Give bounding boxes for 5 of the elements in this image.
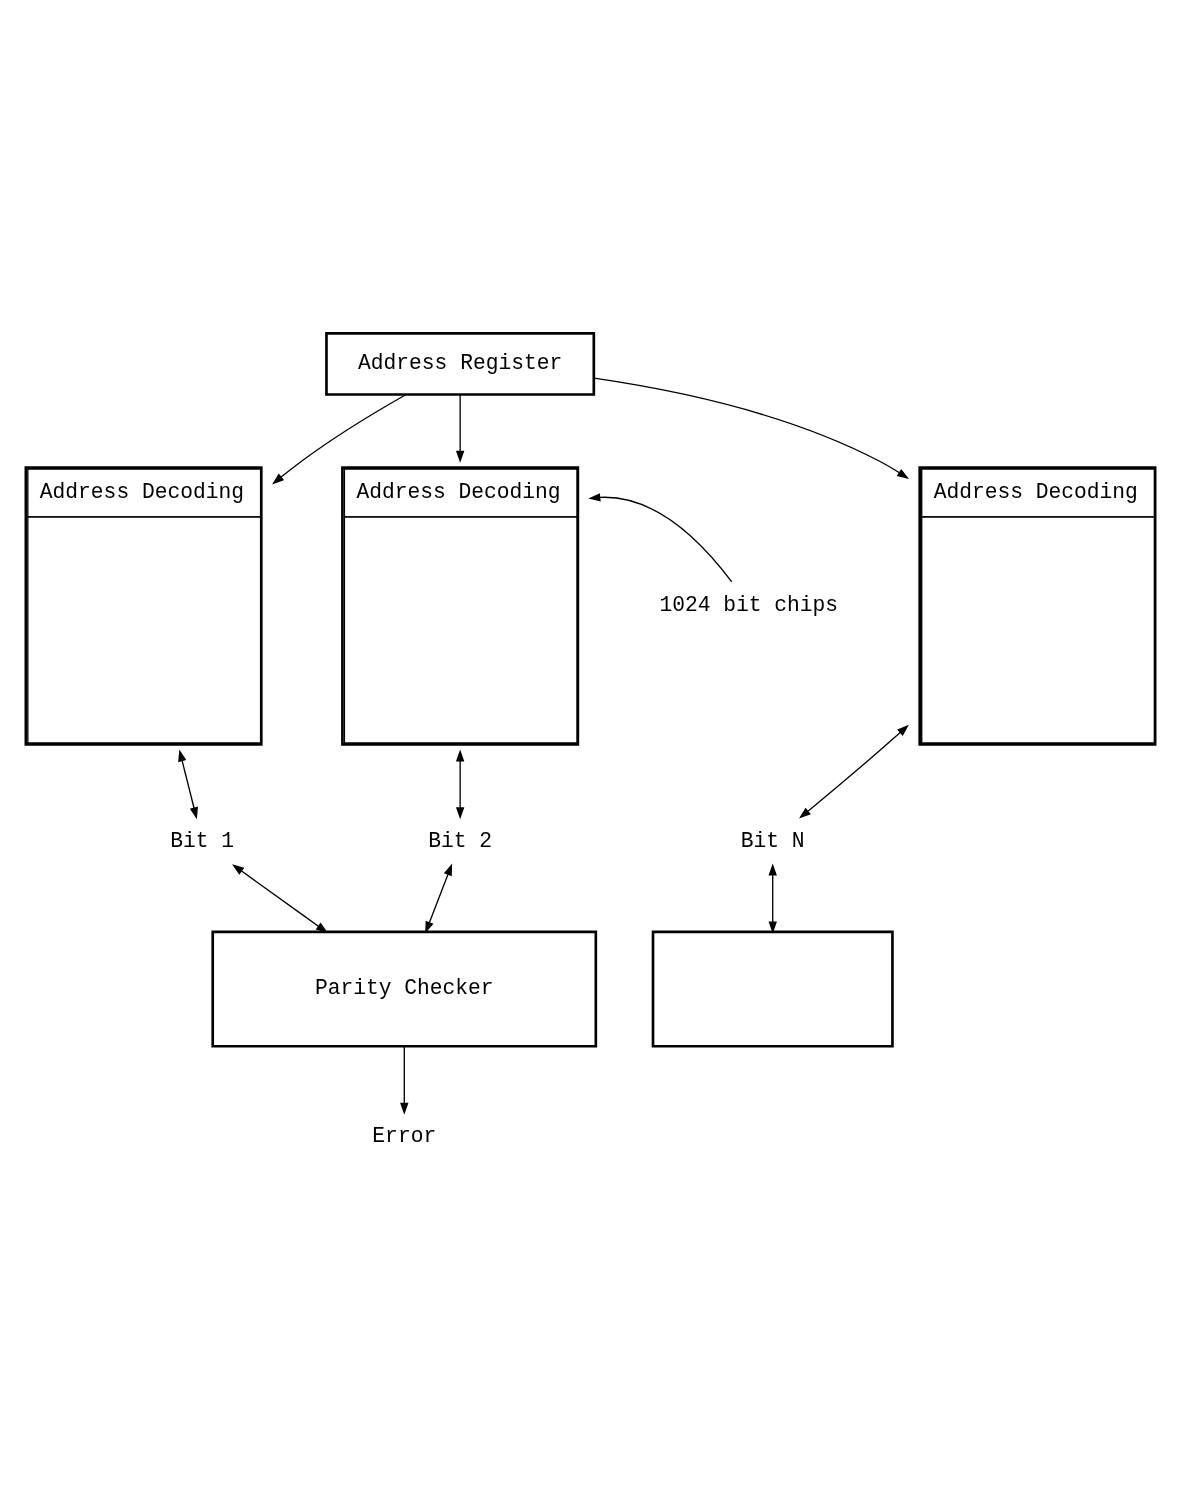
node-text: Error bbox=[372, 1123, 437, 1148]
node-text: Bit 1 bbox=[170, 828, 234, 852]
node-text: Bit N bbox=[740, 828, 805, 852]
node-text: Bit 2 bbox=[428, 828, 493, 852]
node-text: 1024 bit chips bbox=[659, 592, 839, 617]
